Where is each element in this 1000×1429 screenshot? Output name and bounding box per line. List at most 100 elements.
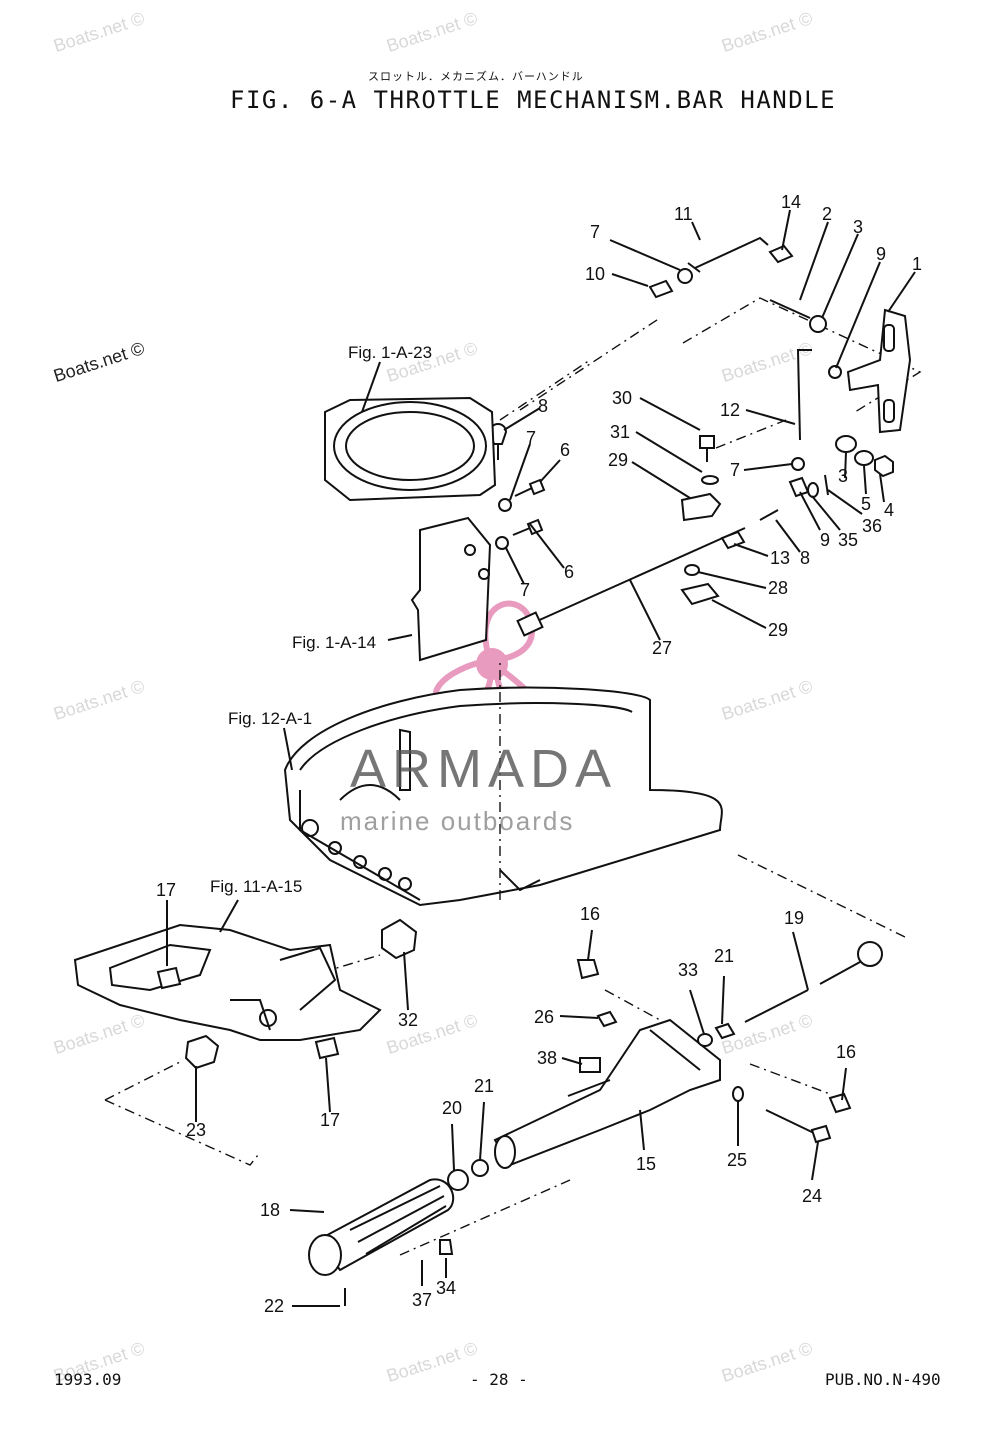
callout-29: 29: [768, 620, 788, 640]
callout-26: 26: [534, 1007, 554, 1027]
callout-8: 8: [800, 548, 810, 568]
callout-2: 2: [822, 204, 832, 224]
callout-23: 23: [186, 1120, 206, 1140]
callout-20: 20: [442, 1098, 462, 1118]
callout-21: 21: [474, 1076, 494, 1096]
callout-29: 29: [608, 450, 628, 470]
callout-17: 17: [320, 1110, 340, 1130]
fig-12-a-1-bottom-cowl: [283, 686, 723, 907]
callout-17: 17: [156, 880, 176, 900]
part-21-collar-upper: [714, 1022, 736, 1040]
publication-number: PUB.NO.N-490: [825, 1370, 941, 1389]
callout-38: 38: [537, 1048, 557, 1068]
part-19-throttle-shaft: [744, 989, 809, 1023]
part-30-bolt: [699, 435, 715, 449]
footer-date: 1993.09: [54, 1370, 122, 1389]
part-6-bolt-lower: [526, 518, 544, 536]
part-32-friction-piece: [381, 918, 418, 960]
callout-12: 12: [720, 400, 740, 420]
callout-18: 18: [260, 1200, 280, 1220]
callout-leader-lines: [166, 209, 916, 1307]
callout-14: 14: [781, 192, 801, 212]
part-36-pin: [824, 474, 829, 496]
callout-7: 7: [526, 428, 536, 448]
part-15-steering-handle: [493, 1018, 721, 1169]
part-38-label: [579, 1057, 601, 1073]
callout-27: 27: [652, 638, 672, 658]
callout-37: 37: [412, 1290, 432, 1310]
fig-1-a-23-mount-ring: [324, 396, 497, 502]
callout-7: 7: [730, 460, 740, 480]
part-28-collar: [684, 564, 700, 576]
callout-25: 25: [727, 1150, 747, 1170]
callout-4: 4: [884, 500, 894, 520]
part-29-clamp-upper: [680, 492, 722, 522]
page-subtitle-japanese: スロットル．メカニズム．バーハンドル: [368, 70, 584, 83]
callout-13: 13: [770, 548, 790, 568]
part-27-throttle-cable: [534, 527, 746, 623]
callout-24: 24: [802, 1186, 822, 1206]
part-35-washer: [807, 482, 819, 498]
callout-19: 19: [784, 908, 804, 928]
part-26-nut: [596, 1010, 618, 1028]
part-3-washer: [835, 435, 857, 453]
page-number: - 28 -: [470, 1370, 528, 1389]
fig-1-a-14-bracket: [410, 516, 492, 662]
callout-6: 6: [560, 440, 570, 460]
part-7-nut-mid: [791, 457, 805, 471]
callout-30: 30: [612, 388, 632, 408]
callout-34: 34: [436, 1278, 456, 1298]
part-24-long-bolt: [765, 1109, 817, 1135]
part-9-joint: [788, 476, 810, 498]
part-34-nut: [439, 1239, 454, 1255]
part-25-bushing: [732, 1086, 744, 1102]
part-7-nut-left-upper: [498, 498, 512, 512]
part-31-washer: [701, 475, 719, 485]
callout-32: 32: [398, 1010, 418, 1030]
callout-7: 7: [520, 580, 530, 600]
part-6-bolt-upper: [528, 478, 546, 496]
part-17-bolt-upper: [156, 966, 182, 990]
part-12-rod: [796, 349, 812, 441]
callout-36: 36: [862, 516, 882, 536]
ref-fig-12-a-1: Fig. 12-A-1: [228, 709, 312, 728]
callout-numbers: 7 10 11 14 2 3 9 1 12 30 31 29 7 3 5 4 3…: [156, 192, 922, 1316]
part-23-collar: [184, 1034, 220, 1070]
callout-1: 1: [912, 254, 922, 274]
part-10-ball-joint: [648, 279, 674, 299]
callout-22: 22: [264, 1296, 284, 1316]
callout-8: 8: [538, 396, 548, 416]
ref-fig-1-a-23: Fig. 1-A-23: [348, 343, 432, 362]
part-5-washer: [854, 450, 874, 466]
part-3-washer-top: [809, 315, 827, 333]
part-14-joint: [768, 244, 794, 264]
callout-33: 33: [678, 960, 698, 980]
part-33-nut: [697, 1033, 713, 1047]
ref-fig-11-a-15: Fig. 11-A-15: [210, 877, 302, 896]
part-11-link-rod: [687, 236, 769, 273]
part-21-collar-lower: [471, 1159, 489, 1177]
part-9-nut-top: [828, 365, 842, 379]
armada-logo-tagline: marine outboards: [340, 806, 575, 836]
part-18-throttle-grip: [308, 1178, 455, 1276]
callout-9: 9: [876, 244, 886, 264]
part-7-nut-left-lower: [495, 536, 509, 550]
callout-35: 35: [838, 530, 858, 550]
part-7-nut-top: [677, 268, 693, 284]
callout-3: 3: [853, 217, 863, 237]
callout-9: 9: [820, 530, 830, 550]
callout-11: 11: [674, 204, 693, 224]
callout-28: 28: [768, 578, 788, 598]
callout-7: 7: [590, 222, 600, 242]
part-2-bolt: [769, 299, 811, 319]
callout-6: 6: [564, 562, 574, 582]
fig-11-a-15-swivel-bracket: [73, 923, 382, 1041]
part-29-clamp-lower: [680, 582, 720, 606]
callout-16: 16: [836, 1042, 856, 1062]
part-4-nut: [874, 454, 894, 478]
callout-5: 5: [861, 494, 871, 514]
page-title: FIG. 6-A THROTTLE MECHANISM.BAR HANDLE: [230, 86, 837, 114]
callout-31: 31: [610, 422, 630, 442]
part-16-bolt-upper: [576, 959, 600, 980]
